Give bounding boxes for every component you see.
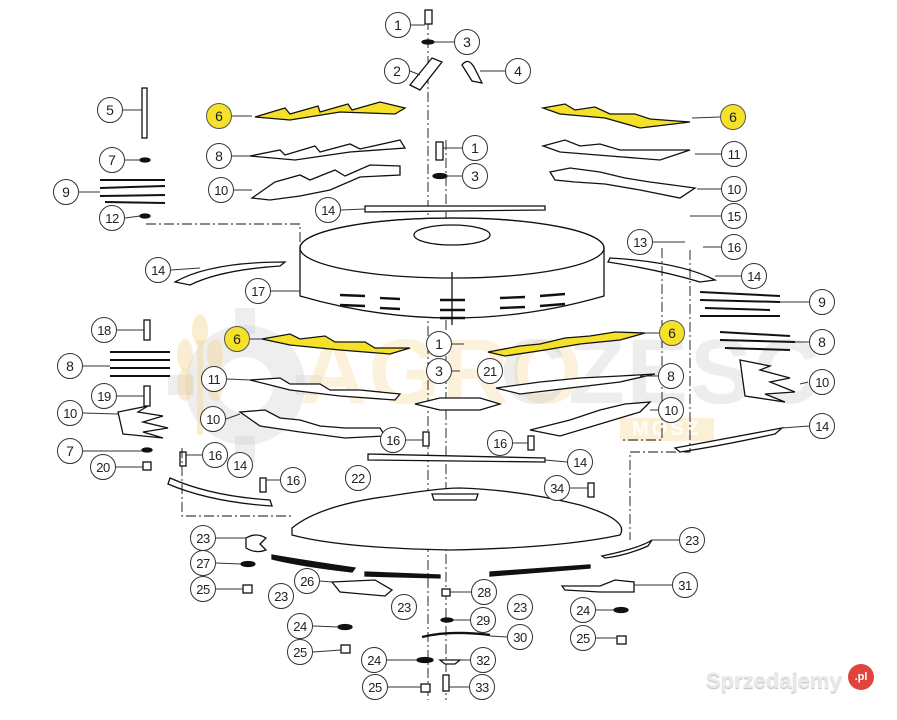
part-callout-10: 10 (658, 397, 684, 423)
part-callout-10: 10 (721, 176, 747, 202)
blade-6-ml (261, 333, 411, 355)
part-callout-5: 5 (97, 97, 123, 123)
part-callout-34: 34 (544, 475, 570, 501)
part-callout-2: 2 (384, 58, 410, 84)
part-callout-7: 7 (99, 147, 125, 173)
part-callout-10: 10 (57, 400, 83, 426)
part-callout-14: 14 (145, 257, 171, 283)
part-callout-21: 21 (477, 358, 503, 384)
part-callout-25: 25 (570, 625, 596, 651)
blade-6-mr (487, 331, 646, 357)
part-callout-31: 31 (672, 572, 698, 598)
part-callout-32: 32 (470, 647, 496, 673)
part-callout-23: 23 (679, 527, 705, 553)
part-callout-14: 14 (809, 413, 835, 439)
part-callout-23: 23 (507, 594, 533, 620)
part-callout-11: 11 (721, 141, 747, 167)
part-callout-8: 8 (57, 353, 83, 379)
part-callout-16: 16 (487, 430, 513, 456)
part-callout-25: 25 (362, 674, 388, 700)
part-callout-17: 17 (245, 278, 271, 304)
brand-logo: Sprzedajemy (706, 668, 842, 693)
part-callout-26: 26 (294, 568, 320, 594)
part-callout-1: 1 (426, 331, 452, 357)
part-callout-6: 6 (720, 104, 746, 130)
part-callout-33: 33 (469, 674, 495, 700)
part-callout-19: 19 (91, 383, 117, 409)
part-callout-23: 23 (268, 583, 294, 609)
part-callout-20: 20 (90, 454, 116, 480)
part-callout-23: 23 (391, 594, 417, 620)
part-callout-6: 6 (206, 103, 232, 129)
part-callout-6: 6 (659, 320, 685, 346)
part-callout-9: 9 (809, 289, 835, 315)
part-callout-3: 3 (426, 358, 452, 384)
part-callout-1: 1 (462, 135, 488, 161)
part-callout-3: 3 (462, 163, 488, 189)
part-callout-16: 16 (721, 234, 747, 260)
part-callout-18: 18 (91, 317, 117, 343)
part-callout-8: 8 (809, 329, 835, 355)
part-callout-30: 30 (507, 624, 533, 650)
part-callout-16: 16 (202, 442, 228, 468)
part-callout-8: 8 (658, 363, 684, 389)
part-callout-15: 15 (721, 203, 747, 229)
part-callout-10: 10 (208, 177, 234, 203)
part-callout-14: 14 (741, 263, 767, 289)
part-callout-14: 14 (315, 197, 341, 223)
part-callout-3: 3 (454, 29, 480, 55)
part-callout-28: 28 (471, 579, 497, 605)
part-callout-7: 7 (57, 438, 83, 464)
blade-6-ur (540, 103, 691, 129)
blade-6-ul (254, 101, 407, 121)
part-callout-25: 25 (190, 576, 216, 602)
part-callout-10: 10 (200, 406, 226, 432)
part-callout-27: 27 (190, 550, 216, 576)
part-callout-9: 9 (53, 179, 79, 205)
part-callout-1: 1 (385, 12, 411, 38)
part-callout-24: 24 (570, 597, 596, 623)
part-callout-16: 16 (380, 427, 406, 453)
part-callout-12: 12 (99, 205, 125, 231)
part-callout-24: 24 (287, 613, 313, 639)
part-callout-11: 11 (201, 366, 227, 392)
part-callout-23: 23 (190, 525, 216, 551)
part-callout-13: 13 (627, 229, 653, 255)
part-callout-22: 22 (345, 465, 371, 491)
part-callout-24: 24 (361, 647, 387, 673)
part-callout-29: 29 (470, 607, 496, 633)
part-callout-8: 8 (206, 143, 232, 169)
part-callout-4: 4 (505, 58, 531, 84)
part-callout-25: 25 (287, 639, 313, 665)
brand-badge: .pl (848, 664, 874, 690)
part-callout-6: 6 (224, 326, 250, 352)
part-callout-14: 14 (567, 449, 593, 475)
part-callout-16: 16 (280, 467, 306, 493)
part-callout-10: 10 (809, 369, 835, 395)
part-callout-14: 14 (227, 452, 253, 478)
